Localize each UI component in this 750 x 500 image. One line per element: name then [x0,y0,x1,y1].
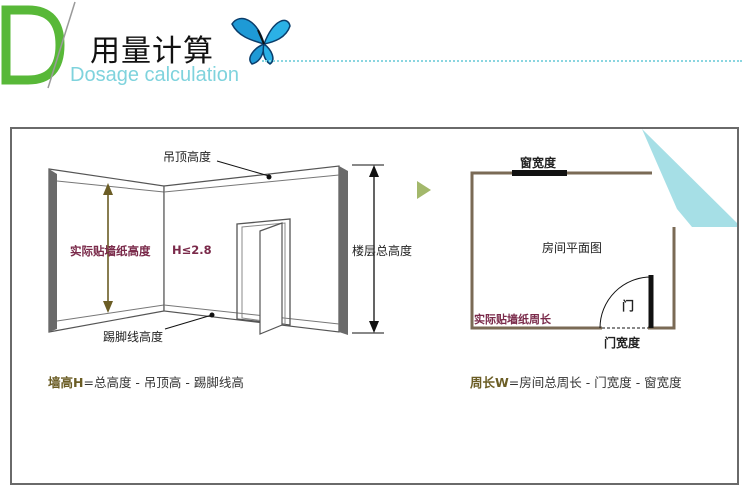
header-divider [262,60,742,62]
wall-height-expression: =总高度 - 吊顶高 - 踢脚线高 [83,375,244,390]
page-title: 用量计算 [90,34,214,69]
ceiling-height-label: 吊顶高度 [163,150,212,164]
door-label: 门 [622,299,635,313]
baseboard-height-label: 踢脚线高度 [103,330,164,344]
d-letter-logo [1,1,76,89]
page-subtitle: Dosage calculation [70,64,239,86]
wall-height-term: 墙高H [48,375,84,390]
perimeter-term: 周长W [470,375,509,390]
height-constraint-label: H≤2.8 [172,243,212,257]
wall-height-label: 实际贴墙纸高度 [70,244,151,258]
butterfly-icon [231,17,291,65]
diagram-panel: 吊顶高度 楼层总高度 踢脚线高度 实际贴墙纸高度 H≤2.8 窗宽度 房间平面图… [10,127,739,485]
floor-plan-label: 房间平面图 [542,241,603,255]
floor-total-height-label: 楼层总高度 [352,244,413,258]
diagram-drawing [48,129,737,335]
window-width-label: 窗宽度 [520,156,557,170]
perimeter-label: 实际贴墙纸周长 [474,313,551,326]
perimeter-expression: =房间总周长 - 门宽度 - 窗宽度 [508,375,682,390]
wall-height-formula: 墙高H=总高度 - 吊顶高 - 踢脚线高 [48,372,244,391]
door-width-label: 门宽度 [604,336,641,350]
perimeter-formula: 周长W=房间总周长 - 门宽度 - 窗宽度 [470,372,682,391]
